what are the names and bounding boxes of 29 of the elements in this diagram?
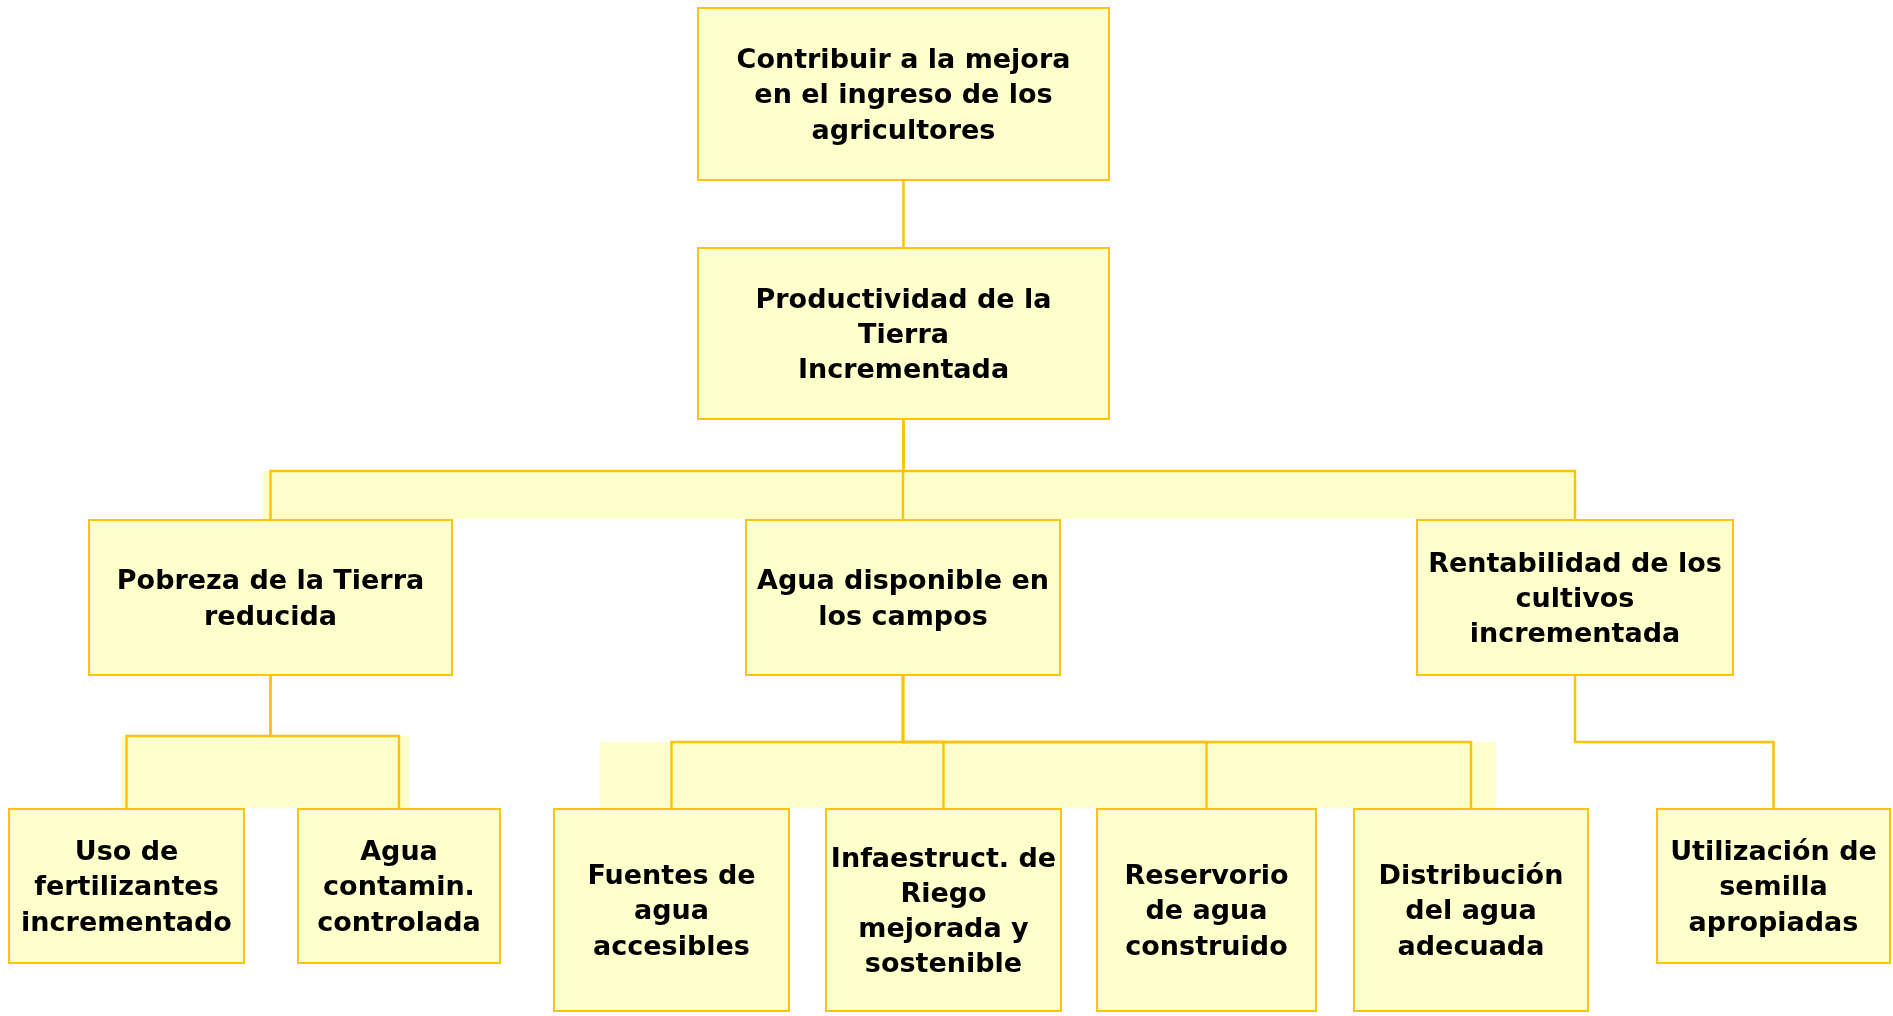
- text-box: [1096, 808, 1317, 1012]
- text-box: [1353, 808, 1589, 1012]
- box-text: Fuentes de agua accesibles: [586, 858, 757, 963]
- box-text: Infaestruct. de Riego mejorada y sostenible: [829, 840, 1058, 981]
- connector-line: [269, 676, 401, 808]
- box-text: Agua contamin. controlada: [316, 834, 482, 939]
- text-box: [697, 247, 1110, 420]
- box-text: Utilización de semilla apropiadas: [1669, 834, 1878, 939]
- text-box: [825, 808, 1062, 1012]
- connector-line: [1573, 676, 1775, 808]
- text-box: [553, 808, 790, 1012]
- text-box: [745, 519, 1061, 676]
- connector-line: [901, 676, 1473, 808]
- box-text: Productividad de la Tierra Incrementada: [754, 281, 1053, 387]
- box-text: Agua disponible en los campos: [756, 563, 1050, 633]
- box-text: Contribuir a la mejora en el ingreso de los agricultores: [735, 42, 1072, 147]
- connector-line: [902, 420, 1577, 519]
- box-text: Pobreza de la Tierra reducida: [115, 563, 426, 633]
- text-box: [1656, 808, 1891, 964]
- text-box: [297, 808, 501, 964]
- connector-line: [902, 181, 905, 247]
- text-box: [1416, 519, 1734, 676]
- box-text: Uso de fertilizantes incrementado: [20, 834, 233, 939]
- box-text: Distribución del agua adecuada: [1377, 858, 1565, 963]
- box-text: Rentabilidad de los cultivos incrementada: [1427, 545, 1723, 651]
- text-box: [88, 519, 453, 676]
- box-text: Reservorio de agua construido: [1123, 858, 1290, 963]
- text-box: [697, 7, 1110, 181]
- text-box: [8, 808, 245, 964]
